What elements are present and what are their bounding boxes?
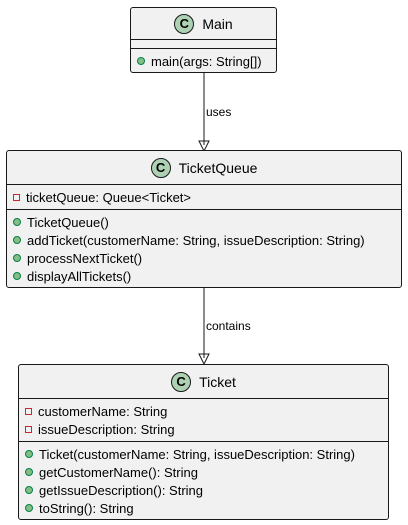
class-main[interactable]: C Main main(args: String[]) [130, 7, 277, 73]
public-method-icon [13, 218, 21, 226]
class-main-header: C Main [131, 8, 276, 40]
field-text: issueDescription: String [38, 421, 175, 437]
class-ticket-name: Ticket [199, 373, 236, 390]
class-ticket-queue-header: C TicketQueue [7, 151, 401, 185]
private-field-icon [25, 425, 32, 433]
class-ticket-fields: customerName: String issueDescription: S… [19, 399, 388, 442]
public-method-icon [13, 236, 21, 244]
method-text: Ticket(customerName: String, issueDescri… [39, 446, 355, 462]
public-method-icon [13, 254, 21, 262]
method-row: main(args: String[]) [137, 52, 276, 70]
method-row: getIssueDescription(): String [25, 481, 388, 499]
uses-label: uses [206, 105, 232, 119]
field-row: ticketQueue: Queue<Ticket> [13, 188, 401, 206]
class-ticket[interactable]: C Ticket customerName: String issueDescr… [18, 364, 389, 520]
contains-label: contains [206, 319, 251, 333]
method-text: toString(): String [39, 500, 134, 516]
method-text: displayAllTickets() [27, 268, 132, 284]
method-text: TicketQueue() [27, 214, 109, 230]
field-row: customerName: String [25, 402, 388, 420]
method-row: processNextTicket() [13, 249, 401, 267]
class-c-icon: C [171, 371, 192, 392]
method-row: addTicket(customerName: String, issueDes… [13, 231, 401, 249]
public-method-icon [25, 468, 33, 476]
public-method-icon [25, 486, 33, 494]
private-field-icon [13, 193, 20, 201]
method-text: getIssueDescription(): String [39, 482, 204, 498]
class-c-icon: C [174, 13, 195, 34]
contains-arrowhead [198, 353, 210, 366]
public-method-icon [25, 504, 33, 512]
class-ticket-header: C Ticket [19, 365, 388, 399]
method-row: getCustomerName(): String [25, 463, 388, 481]
private-field-icon [25, 407, 32, 415]
method-row: TicketQueue() [13, 213, 401, 231]
method-row: toString(): String [25, 499, 388, 517]
class-main-fields [131, 40, 276, 49]
method-text: getCustomerName(): String [39, 464, 198, 480]
method-text: processNextTicket() [27, 250, 143, 266]
public-method-icon [13, 272, 21, 280]
class-ticket-queue-name: TicketQueue [178, 159, 258, 176]
class-c-icon: C [150, 157, 171, 178]
uses-arrowhead [198, 140, 210, 153]
class-ticket-queue-fields: ticketQueue: Queue<Ticket> [7, 185, 401, 210]
field-text: customerName: String [38, 403, 168, 419]
method-text: main(args: String[]) [151, 53, 262, 69]
class-main-methods: main(args: String[]) [131, 49, 276, 73]
class-ticket-methods: Ticket(customerName: String, issueDescri… [19, 442, 388, 520]
class-main-name: Main [202, 15, 233, 32]
class-ticket-queue[interactable]: C TicketQueue ticketQueue: Queue<Ticket>… [6, 150, 402, 288]
method-row: displayAllTickets() [13, 267, 401, 285]
public-method-icon [25, 450, 33, 458]
method-row: Ticket(customerName: String, issueDescri… [25, 445, 388, 463]
public-method-icon [137, 57, 145, 65]
field-row: issueDescription: String [25, 420, 388, 438]
field-text: ticketQueue: Queue<Ticket> [26, 189, 192, 205]
method-text: addTicket(customerName: String, issueDes… [27, 232, 365, 248]
class-ticket-queue-methods: TicketQueue() addTicket(customerName: St… [7, 210, 401, 288]
